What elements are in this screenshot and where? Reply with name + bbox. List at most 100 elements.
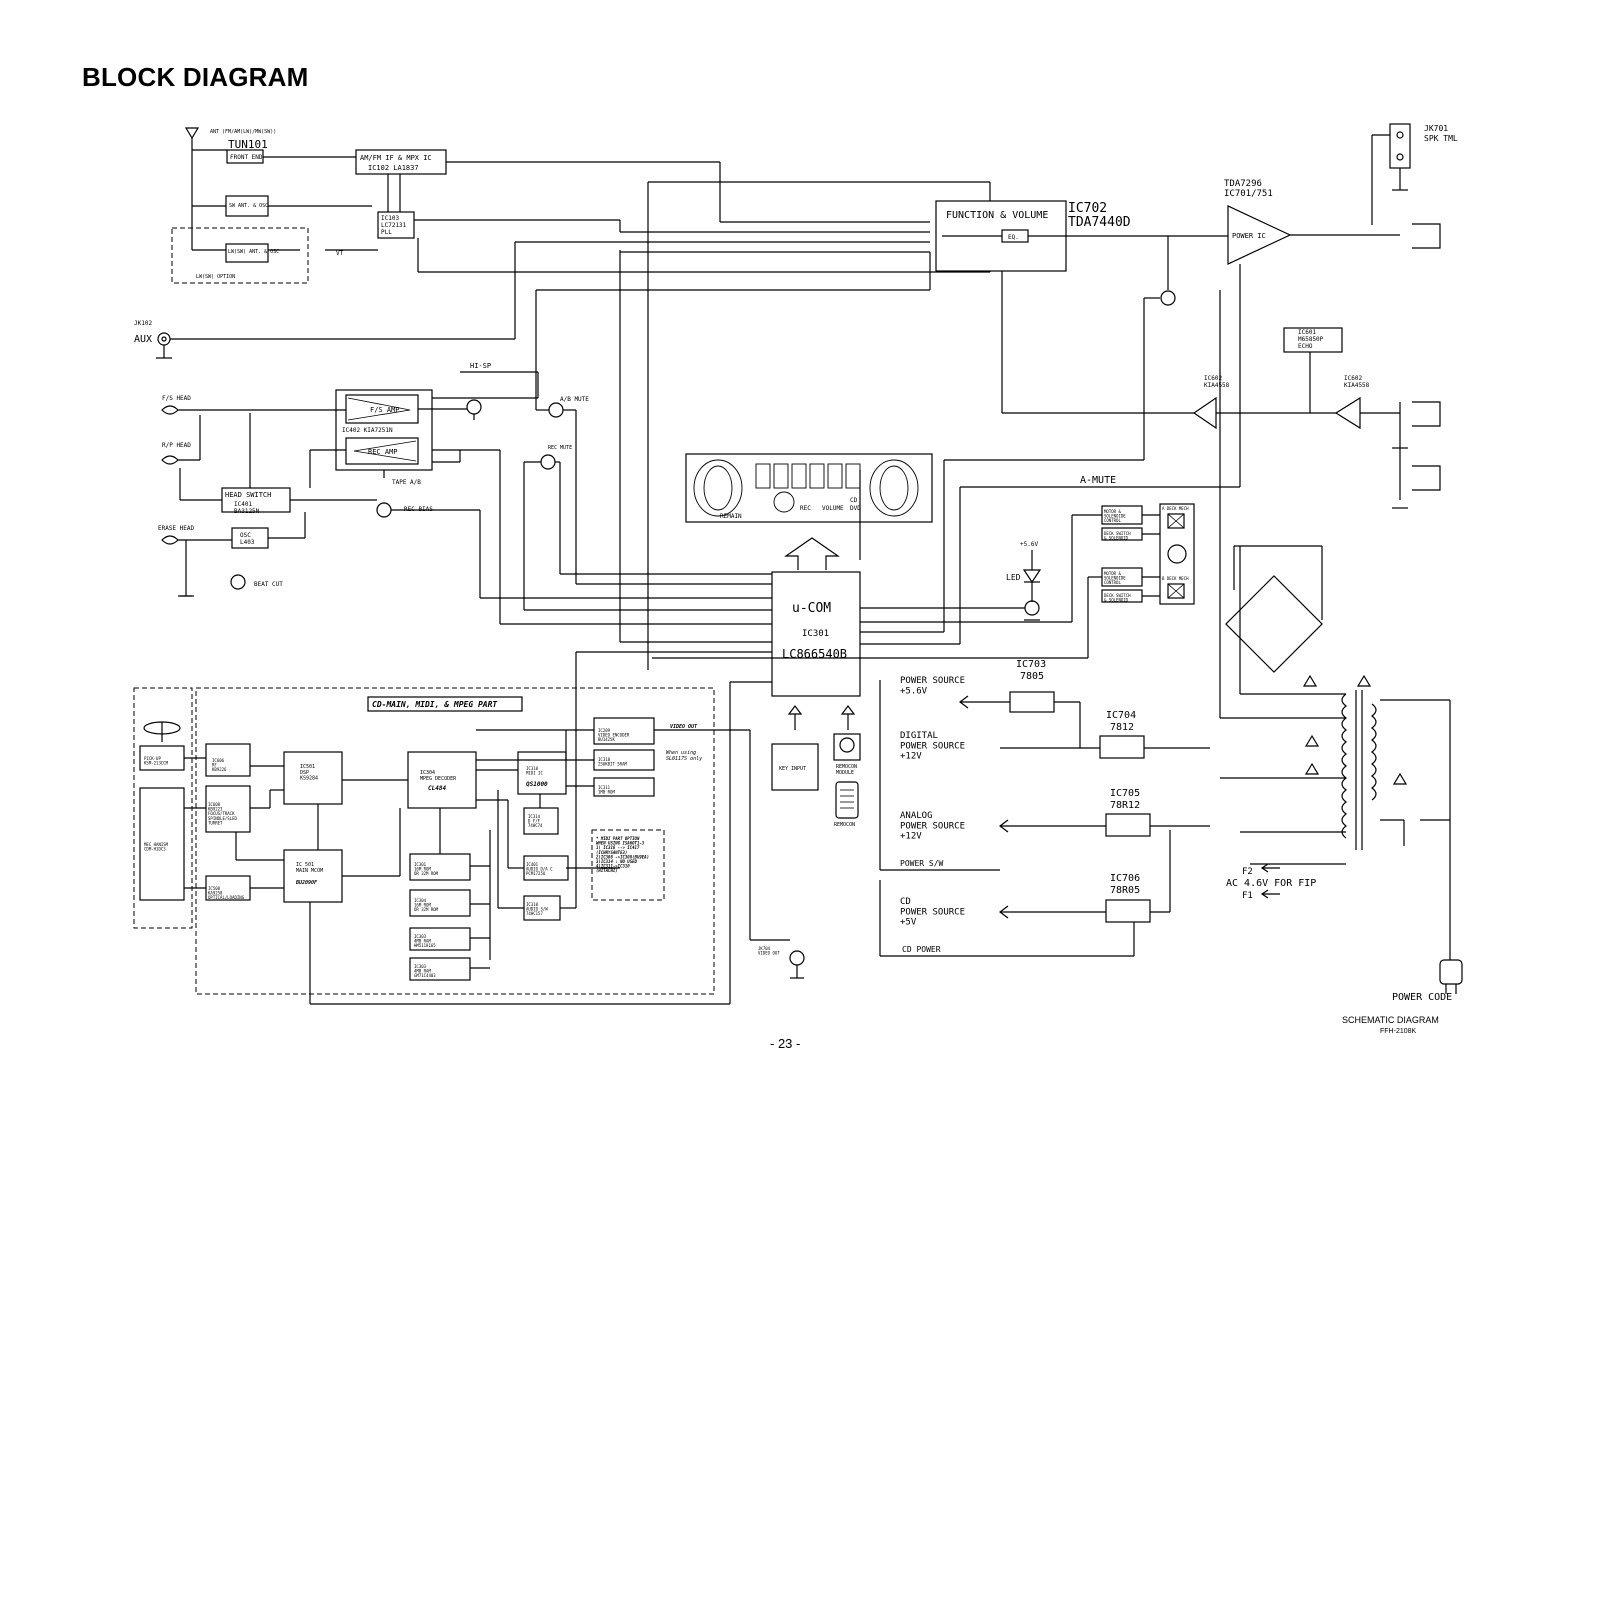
power-ic-part-label: TDA7296 (1224, 179, 1262, 189)
rom-b-box (409, 889, 471, 917)
midi-note-frame (591, 829, 665, 901)
ic705-box (1105, 813, 1151, 837)
rec-amp-label: REC AMP (368, 448, 398, 456)
transistor-icon (466, 399, 482, 415)
midi-part-label: QS1000 (526, 781, 548, 788)
power-ic-amp (1227, 205, 1292, 265)
display-bus-arrow-icon (784, 537, 840, 570)
audio-dac-box (523, 855, 569, 881)
warning-icon (1356, 674, 1372, 687)
schematic-model: FFH-2108K (1380, 1028, 1417, 1035)
tda7440d-label: TDA7440D (1068, 215, 1131, 230)
ucom-ic: IC301 (802, 629, 829, 639)
aux-jack-label: JK102 (134, 320, 152, 327)
motor-icon (1167, 544, 1187, 564)
rf-ic-box (205, 743, 251, 777)
ic705-label: IC705 (1110, 788, 1140, 799)
deck-switch-2-label: DECK SWITCH& SOLENOID (1104, 593, 1131, 603)
left-arrow-icon (1260, 889, 1280, 899)
video-out-tag: VIDEO OUT (670, 724, 698, 730)
ic703-box (1009, 691, 1055, 713)
dff-box (523, 807, 559, 835)
warning-icon (1304, 734, 1320, 747)
lw-osc-label: LW(SW) ANT. & OSC (228, 249, 279, 255)
led-label: LED (1006, 573, 1021, 582)
ac-fip-label: AC 4.6V FOR FIP (1226, 878, 1316, 889)
cd-title-label: CD-MAIN, MIDI, & MPEG PART (372, 700, 498, 709)
up-arrow-icon (840, 705, 856, 730)
eq-label: EQ. (1008, 234, 1019, 241)
if-mpx-label: AM/FM IF & MPX IC (360, 154, 432, 162)
deck-a-mech-label: A DECK MECH (1162, 506, 1189, 511)
fip-display-frame (685, 453, 933, 523)
left-arrow-icon (999, 819, 1020, 833)
tape-ab-label: TAPE A/B (392, 479, 421, 486)
bridge-rectifier-icon (1225, 575, 1323, 673)
aux-section: JK102 AUX (134, 241, 930, 359)
mic-jack-icon (1412, 401, 1441, 427)
cd-power-line-label: CD POWER (902, 945, 941, 954)
display-dvd: DVD (850, 505, 861, 512)
power-plug-icon (1439, 959, 1463, 994)
disc-icon (143, 721, 181, 742)
ic704-label: IC704 (1106, 710, 1136, 721)
rom-1m-box (593, 777, 655, 797)
key-input-box (771, 743, 819, 791)
left-arrow-icon (999, 905, 1020, 919)
page-title: BLOCK DIAGRAM (82, 62, 309, 92)
lw-option-label: LW(SW) OPTION (196, 274, 235, 280)
transistor-icon (540, 454, 556, 470)
power-sw-label: POWER S/W (900, 859, 944, 868)
key-input-label: KEY INPUT (779, 766, 806, 772)
power-ic-num-label: IC701/751 (1224, 189, 1273, 199)
rp-head-icon (161, 455, 179, 465)
pickup-box (139, 745, 185, 771)
video-out-jack-icon (789, 950, 805, 966)
tun101-label: TUN101 (228, 138, 268, 151)
hi-sp-label: HI-SP (470, 362, 491, 370)
schematic-caption: SCHEMATIC DIAGRAM (1342, 1015, 1439, 1025)
mic-jack-icon (1412, 465, 1441, 491)
head-switch-label: HEAD SWITCH (225, 491, 271, 499)
display-cd: CD (850, 497, 858, 504)
ic704-box (1099, 735, 1145, 759)
transistor-icon (1024, 600, 1040, 616)
midi-ic-box (517, 751, 567, 795)
mechanism-box (139, 787, 185, 901)
transistor-icon (548, 402, 564, 418)
main-mcom-part: BU2090F (295, 880, 318, 886)
power-ic-label: POWER IC (1232, 232, 1266, 240)
deck-amp-ic: IC402 KIA7251N (342, 427, 393, 434)
video-encoder-box (593, 717, 655, 745)
fs-amp-label: F/S AMP (370, 406, 400, 414)
transistor-icon (1160, 290, 1176, 306)
spk-jack-label: JK701 (1424, 124, 1448, 133)
remote-control-icon (835, 781, 859, 819)
power-code-label: POWER CODE (1392, 992, 1452, 1003)
lw-option-frame (171, 227, 309, 284)
dram-b-box (409, 957, 471, 981)
power-section: IC703 7805 POWER SOURCE+5.6V IC704 7812 … (879, 290, 1463, 1003)
transformer-icon (1341, 690, 1377, 850)
sw-osc-label: SW ANT. & OSC (229, 203, 268, 209)
display-rec: REC (800, 505, 811, 512)
f1-label: F1 (1242, 891, 1253, 901)
